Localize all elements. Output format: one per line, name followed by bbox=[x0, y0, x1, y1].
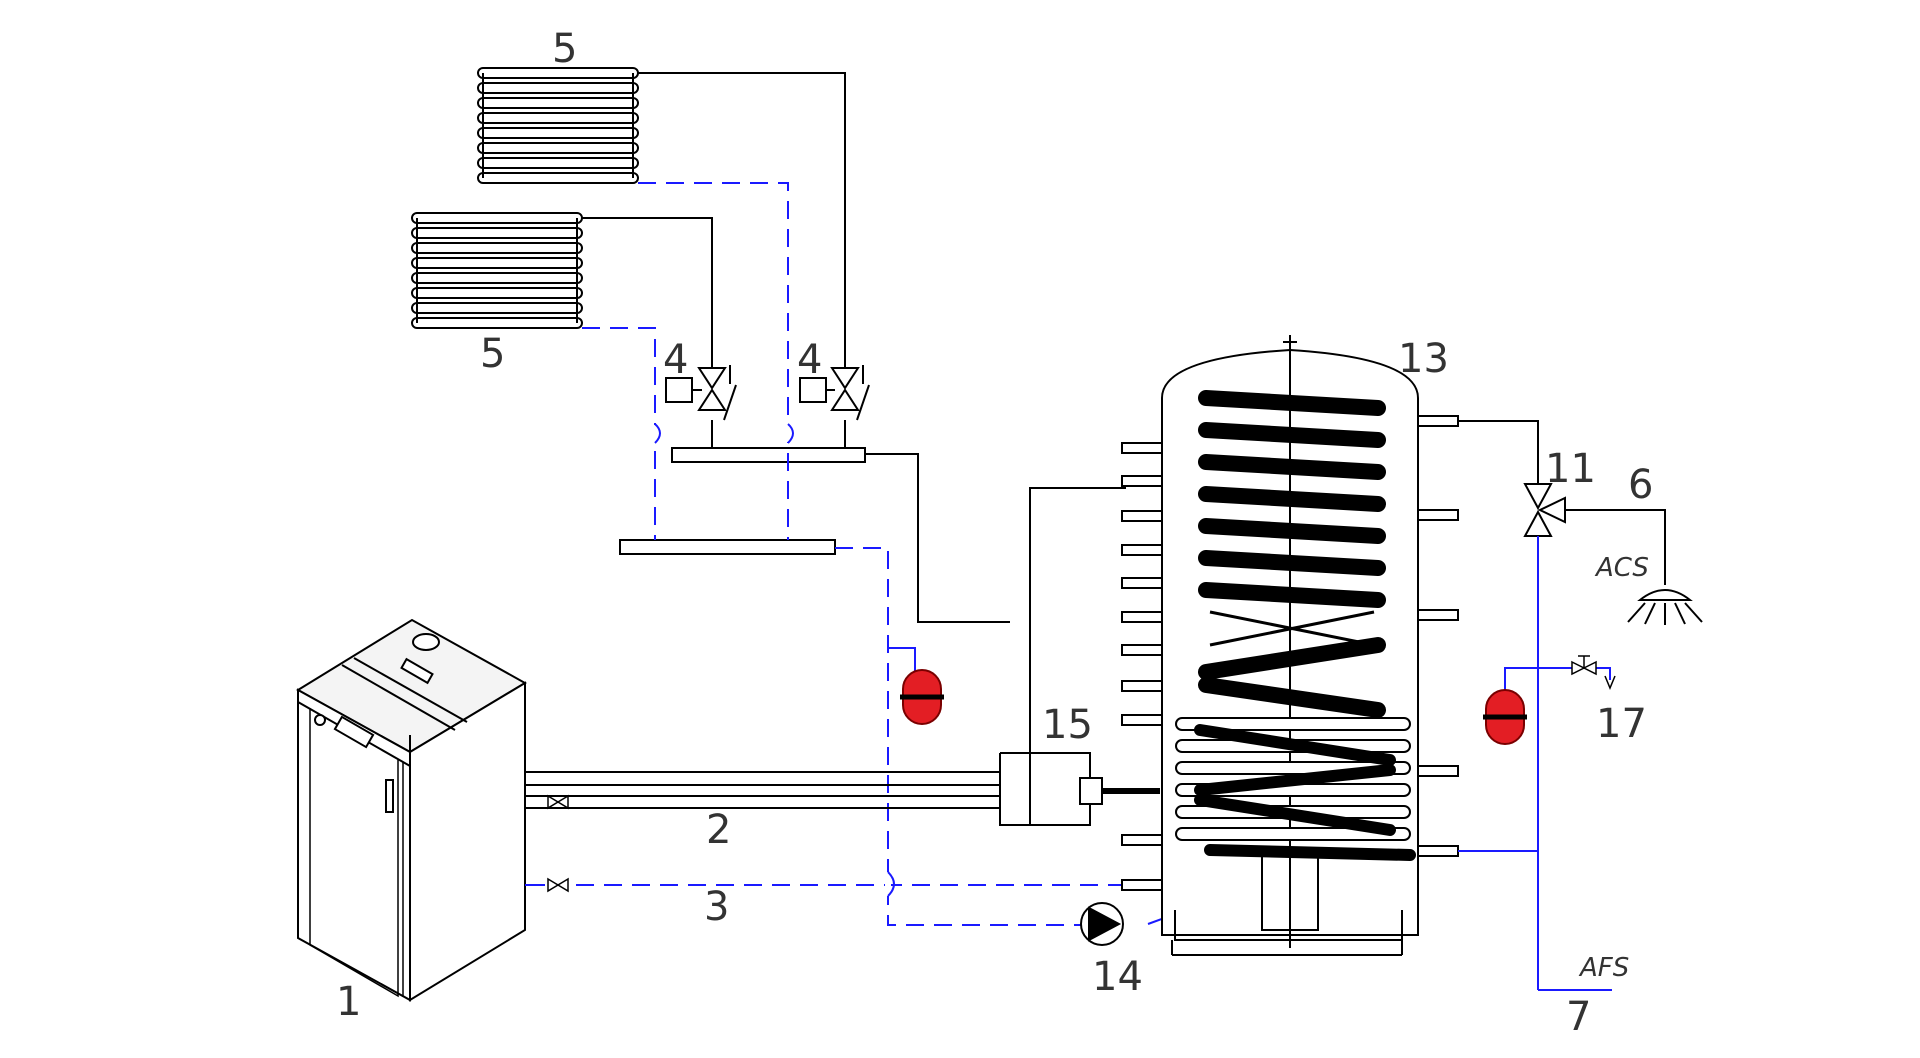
expansion-vessel-heating bbox=[888, 647, 944, 725]
upper-coil bbox=[1198, 390, 1386, 718]
label-drain-valve: 17 bbox=[1596, 701, 1647, 747]
pipe-crossovers bbox=[652, 425, 891, 896]
label-cold-water-inlet: 7 bbox=[1566, 994, 1591, 1040]
lower-coil-dark bbox=[1194, 724, 1416, 861]
drain-valve bbox=[1571, 655, 1616, 690]
label-afs: AFS bbox=[1578, 953, 1629, 983]
label-mixing-valve: 11 bbox=[1545, 446, 1596, 492]
radiator-bottom bbox=[411, 212, 583, 329]
radiator-top bbox=[477, 67, 639, 184]
boiler bbox=[296, 618, 527, 1002]
boiler-valves bbox=[547, 794, 569, 893]
heat-exchanger-unit bbox=[999, 752, 1160, 826]
label-pump: 14 bbox=[1092, 954, 1143, 1000]
tank-nozzles-right bbox=[1417, 415, 1459, 857]
tank-nozzles-left bbox=[1121, 442, 1163, 891]
label-boiler: 1 bbox=[336, 979, 361, 1025]
mixing-valve bbox=[1523, 483, 1566, 537]
label-valve-a: 4 bbox=[663, 337, 688, 383]
label-valve-b: 4 bbox=[797, 337, 822, 383]
label-heat-exchanger-unit: 15 bbox=[1042, 702, 1093, 748]
return-manifold bbox=[619, 539, 836, 555]
label-hot-water-outlet: 6 bbox=[1628, 462, 1653, 508]
diagram-labels: 5 5 4 4 13 11 6 ACS 17 15 2 3 14 1 AFS 7 bbox=[336, 26, 1653, 1040]
flow-manifold bbox=[671, 447, 866, 463]
label-flow-pipe: 2 bbox=[706, 807, 731, 853]
label-acs: ACS bbox=[1594, 553, 1649, 583]
pipe-crossover-arcs bbox=[654, 423, 895, 897]
label-radiator-top: 5 bbox=[552, 26, 577, 72]
expansion-vessel-dhw bbox=[1483, 667, 1538, 745]
label-radiator-bottom: 5 bbox=[480, 331, 505, 377]
boiler-flow-pipes bbox=[525, 771, 1000, 886]
cold-water-pipe bbox=[1458, 536, 1612, 991]
thermostatic-valve-right bbox=[799, 365, 870, 421]
hot-water-pipe bbox=[1458, 420, 1666, 585]
label-storage-tank: 13 bbox=[1398, 336, 1449, 382]
circulation-pump bbox=[1080, 902, 1124, 946]
thermostatic-valve-left bbox=[665, 365, 737, 421]
label-return-pipe: 3 bbox=[704, 884, 729, 930]
shower-head-icon bbox=[1627, 589, 1703, 625]
upper-coil-links bbox=[1209, 610, 1375, 647]
